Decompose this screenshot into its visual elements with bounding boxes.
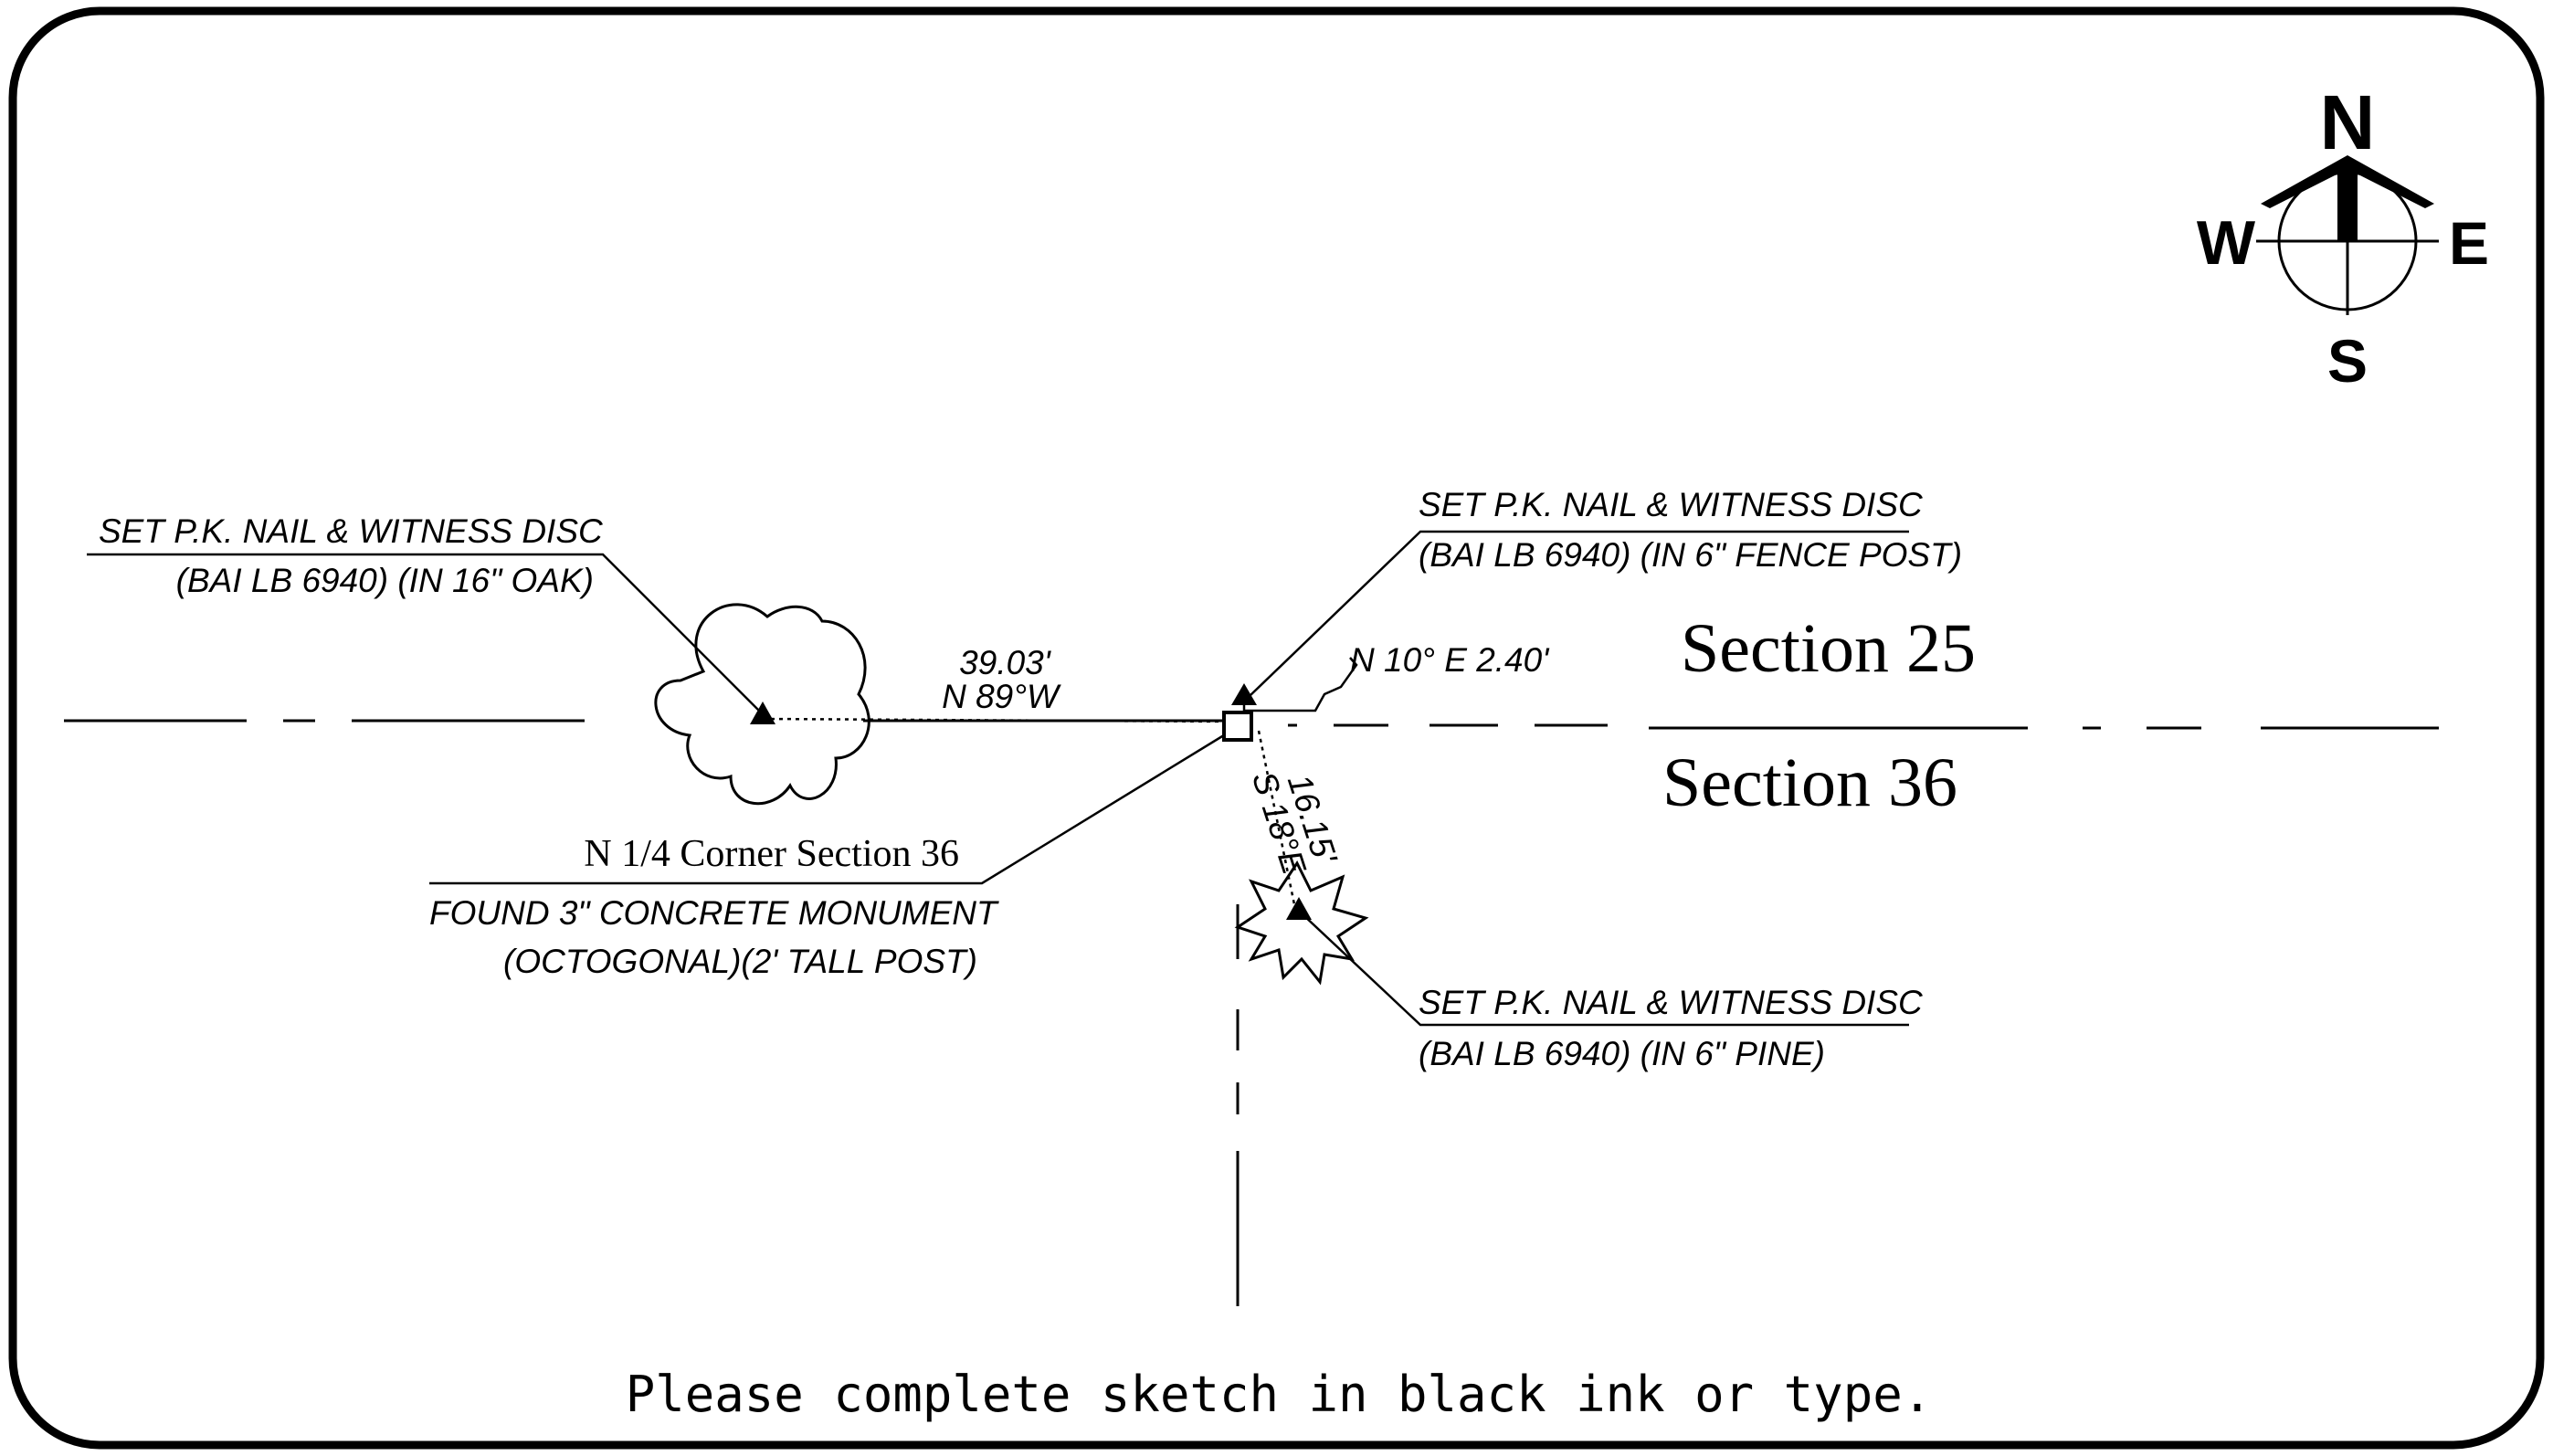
sketch-frame [8,6,2545,1450]
compass-east: E [2449,209,2489,277]
corner-line1: FOUND 3" CONCRETE MONUMENT [429,894,999,932]
witness-se-line2: (BAI LB 6940) (IN 6" PINE) [1419,1035,1825,1072]
tie-west-bearing: N 89°W [942,678,1061,715]
witness-west-line2: (BAI LB 6940) (IN 16" OAK) [176,562,594,599]
tie-ne-label: N 10° E 2.40' [1350,641,1550,679]
section-line [64,719,2439,730]
section-25-label: Section 25 [1681,610,1976,687]
witness-ne-line2: (BAI LB 6940) (IN 6" FENCE POST) [1419,536,1962,574]
pine-tree-icon [1234,860,1369,986]
witness-triangle-west-icon [750,702,775,724]
leader-lines [87,530,1909,1027]
witness-west-line1: SET P.K. NAIL & WITNESS DISC [99,512,603,550]
compass-south: S [2327,327,2368,395]
monument-square-icon [1222,711,1253,742]
witness-se-line1: SET P.K. NAIL & WITNESS DISC [1419,984,1923,1021]
witness-triangle-ne-icon [1231,683,1257,705]
compass-west: W [2197,208,2256,278]
corner-line2: (OCTOGONAL)(2' TALL POST) [503,943,977,980]
corner-title: N 1/4 Corner Section 36 [584,833,959,875]
witness-triangle-se-icon [1286,897,1312,920]
compass-icon: N S W E [2197,79,2489,395]
oak-tree-icon [654,603,870,806]
compass-north: N [2320,79,2376,165]
tie-west-distance: 39.03' [959,644,1052,681]
witness-ne-line1: SET P.K. NAIL & WITNESS DISC [1419,486,1923,523]
section-36-label: Section 36 [1662,744,1957,821]
footer-instruction: Please complete sketch in black ink or t… [626,1366,1932,1423]
